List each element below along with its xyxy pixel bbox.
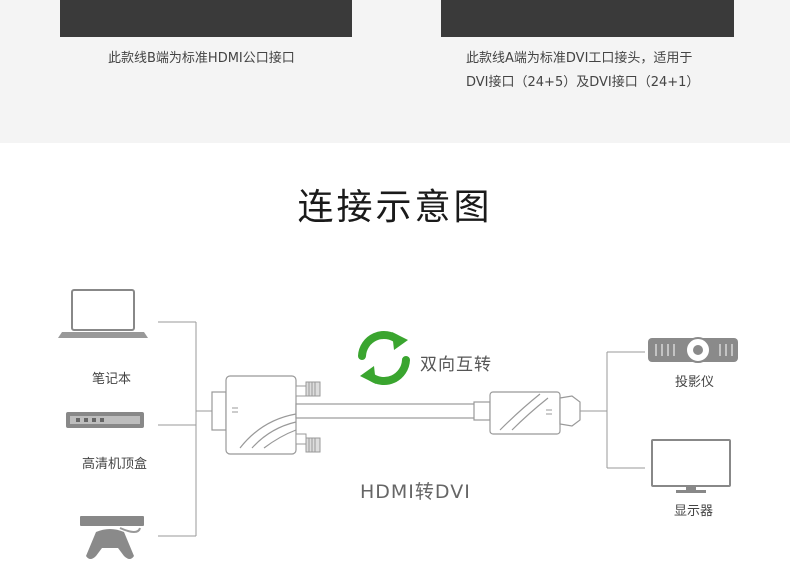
monitor-icon (651, 439, 731, 493)
game-console-icon (80, 516, 144, 559)
bidirectional-label: 双向互转 (420, 355, 492, 375)
dvi-end-photo (441, 0, 734, 37)
dvi-end-caption: 此款线A端为标准DVI工口接头，适用于 DVI接口（24+5）及DVI接口（24… (466, 47, 699, 95)
set-top-box-icon (66, 412, 144, 428)
dvi-connector (211, 375, 321, 455)
product-detail-band: 此款线B端为标准HDMI公口接口 此款线A端为标准DVI工口接头，适用于 DVI… (0, 0, 790, 143)
laptop-label: 笔记本 (92, 372, 132, 387)
cable (295, 401, 491, 421)
projector-icon (648, 337, 738, 363)
bidirectional-arrows-icon (358, 330, 410, 386)
hdmi-connector (489, 391, 581, 435)
monitor-label: 显示器 (674, 504, 714, 519)
dvi-caption-line-2: DVI接口（24+5）及DVI接口（24+1） (466, 75, 700, 90)
hdmi-end-caption: 此款线B端为标准HDMI公口接口 (108, 51, 295, 66)
hdmi-end-photo (60, 0, 352, 37)
cable-label: HDMI转DVI (360, 481, 471, 503)
right-bracket-lines (580, 351, 645, 469)
dvi-caption-line-1: 此款线A端为标准DVI工口接头，适用于 (466, 51, 693, 66)
section-title: 连接示意图 (297, 187, 493, 228)
projector-label: 投影仪 (675, 375, 715, 390)
laptop-icon (58, 289, 148, 338)
set-top-box-label: 高清机顶盒 (82, 457, 148, 472)
